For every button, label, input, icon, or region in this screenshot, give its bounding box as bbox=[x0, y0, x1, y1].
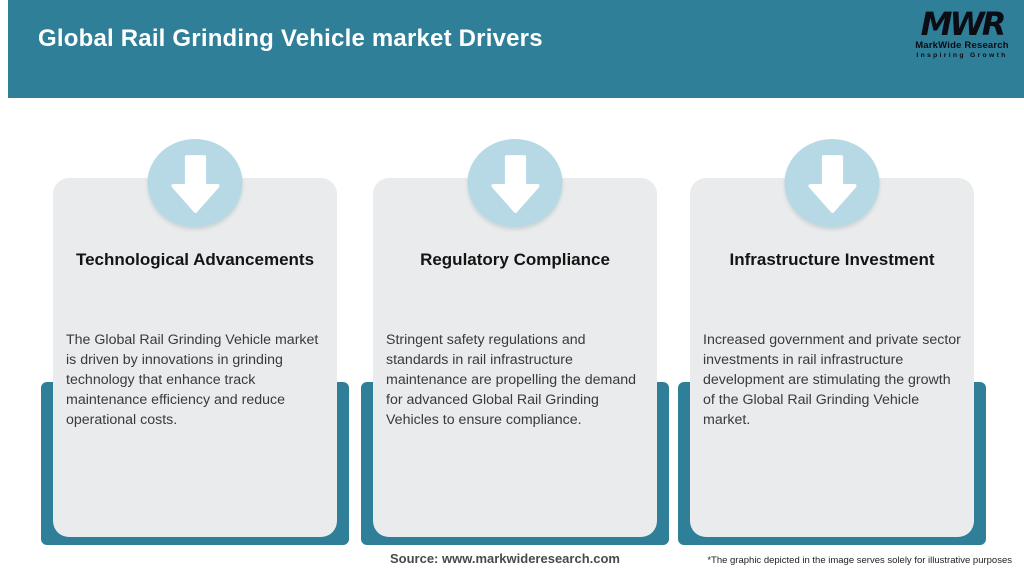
brand-logo: MWR MarkWide Research Inspiring Growth bbox=[910, 8, 1014, 59]
down-arrow-icon bbox=[467, 139, 563, 227]
card-body-text: Stringent safety regulations and standar… bbox=[386, 332, 637, 428]
logo-company-name: MarkWide Research bbox=[915, 40, 1009, 51]
driver-card-regulatory-compliance: Regulatory Compliance Stringent safety r… bbox=[361, 139, 669, 545]
card-title: Regulatory Compliance bbox=[420, 250, 610, 269]
disclaimer-note: *The graphic depicted in the image serve… bbox=[707, 555, 1012, 566]
header-bar: Global Rail Grinding Vehicle market Driv… bbox=[8, 0, 1024, 98]
card-panel: Infrastructure Investment Increased gove… bbox=[690, 178, 974, 537]
card-title: Infrastructure Investment bbox=[729, 250, 935, 269]
card-panel: Regulatory Compliance Stringent safety r… bbox=[373, 178, 657, 537]
card-title: Technological Advancements bbox=[75, 250, 315, 269]
logo-tagline: Inspiring Growth bbox=[916, 51, 1008, 59]
down-arrow-icon bbox=[147, 139, 243, 227]
source-attribution: Source: www.markwideresearch.com bbox=[389, 551, 620, 566]
page-title: Global Rail Grinding Vehicle market Driv… bbox=[38, 25, 543, 52]
driver-card-infrastructure-investment: Infrastructure Investment Increased gove… bbox=[678, 139, 986, 545]
down-arrow-icon bbox=[784, 139, 880, 227]
logo-acronym: MWR bbox=[920, 5, 1007, 43]
card-panel: Technological Advancements The Global Ra… bbox=[53, 178, 337, 537]
card-body-text: Increased government and private sector … bbox=[703, 332, 961, 428]
card-body-text: The Global Rail Grinding Vehicle market … bbox=[66, 332, 319, 428]
driver-card-technological-advancements: Technological Advancements The Global Ra… bbox=[41, 139, 349, 545]
